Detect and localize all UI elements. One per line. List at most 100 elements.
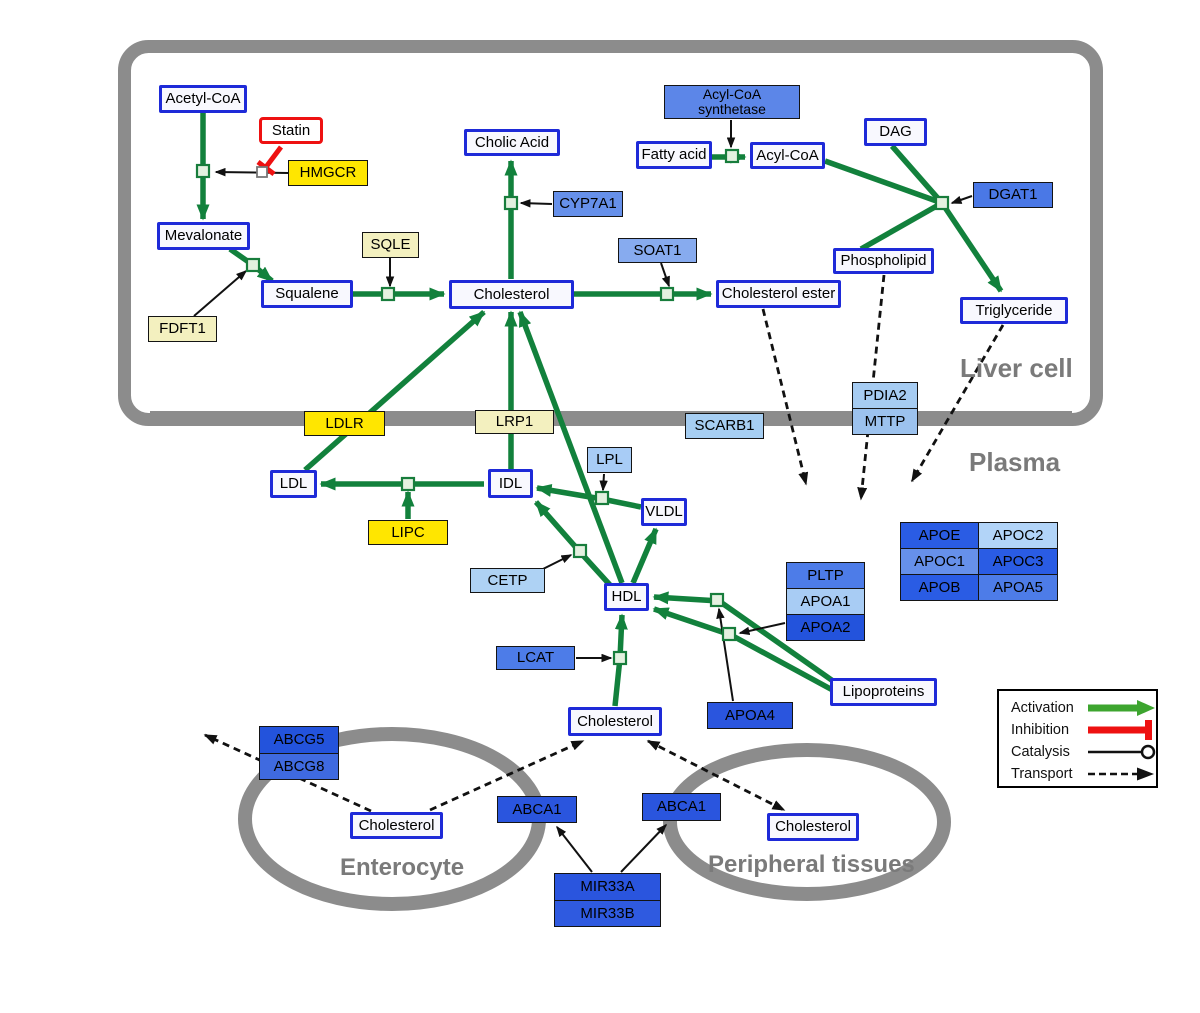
acyl-coa-node[interactable]: Acyl-CoA [750,142,825,169]
process-node [594,490,610,506]
lpl-node[interactable]: LPL [587,447,632,473]
catalysis-anchor [256,166,268,178]
apoc2-node[interactable]: APOC2 [978,522,1058,549]
process-node [572,543,588,559]
dgat1-node[interactable]: DGAT1 [973,182,1053,208]
abca1-enterocyte-node[interactable]: ABCA1 [497,796,577,823]
process-node [709,592,725,608]
soat1-node[interactable]: SOAT1 [618,238,697,263]
peripheral-compartment [663,743,951,901]
cetp-node[interactable]: CETP [470,568,545,593]
legend-activation: Activation [1011,697,1156,719]
inhibition-tbar-icon [1088,720,1153,740]
edge-ldl-cholesterol [303,309,486,473]
mevalonate-node[interactable]: Mevalonate [157,222,250,250]
abcg5-node[interactable]: ABCG5 [259,726,339,754]
peripheral-tissues-label: Peripheral tissues [708,851,915,878]
scarb1-node[interactable]: SCARB1 [685,413,764,439]
process-node [245,257,261,273]
edge-soat1-rxn [660,262,670,288]
edge-triglyceride-plasma [910,324,1005,483]
process-node [195,163,211,179]
apoc3-node[interactable]: APOC3 [978,548,1058,575]
transport-arrow-icon [1088,767,1155,781]
ldl-node[interactable]: LDL [270,470,317,498]
pdia2-node[interactable]: PDIA2 [852,382,918,409]
abcg8-node[interactable]: ABCG8 [259,753,339,780]
cholesterol-peripheral-node[interactable]: Cholesterol [767,813,859,841]
cholesterol-ester-node[interactable]: Cholesterol ester [716,280,841,308]
edge-dgat1-rxn [950,195,973,204]
edge-apostack-rxn [738,622,786,636]
sqle-node[interactable]: SQLE [362,232,419,258]
enterocyte-label: Enterocyte [340,854,465,881]
lcat-node[interactable]: LCAT [496,646,575,670]
edge-apoa4-rxn [716,607,734,702]
cholesterol-liver-node[interactable]: Cholesterol [449,280,574,309]
edge-junction-triglyceride [939,201,1004,293]
edge-plasma-chol-peripheral [646,739,786,812]
liver-cell-label: Liver cell [960,353,1073,383]
cyp7a1-node[interactable]: CYP7A1 [553,191,623,217]
apoa4-node[interactable]: APOA4 [707,702,793,729]
edge-hdl-cholesterol [517,310,625,584]
plasma-label: Plasma [969,447,1061,477]
mttp-node[interactable]: MTTP [852,408,918,435]
legend-transport: Transport [1011,763,1156,785]
mir33a-node[interactable]: MIR33A [554,873,661,901]
process-node [659,286,675,302]
pltp-node[interactable]: PLTP [786,562,865,589]
legend-catalysis: Catalysis [1011,741,1156,763]
fdft1-node[interactable]: FDFT1 [148,316,217,342]
apob-node[interactable]: APOB [900,574,979,601]
lipoproteins-node[interactable]: Lipoproteins [830,678,937,706]
edge-mir33-abca1l [556,825,593,873]
edge-acylcoa-junction [824,158,943,206]
edge-hdl-vldl [630,527,659,585]
hdl-node[interactable]: HDL [604,583,649,611]
edge-fdft1-rxn [193,270,248,317]
fatty-acid-node[interactable]: Fatty acid [636,141,712,169]
triglyceride-node[interactable]: Triglyceride [960,297,1068,324]
apoc1-node[interactable]: APOC1 [900,548,979,575]
lrp1-node[interactable]: LRP1 [475,410,554,434]
edge-entero-chol-out [203,733,372,813]
apoe-node[interactable]: APOE [900,522,979,549]
edge-lpl-rxn [599,473,608,492]
abca1-peripheral-node[interactable]: ABCA1 [642,793,721,821]
edge-cholester-plasma [761,308,809,486]
cholic-acid-node[interactable]: Cholic Acid [464,129,560,156]
hmgcr-node[interactable]: HMGCR [288,160,368,186]
cholesterol-enterocyte-node[interactable]: Cholesterol [350,812,443,839]
ldlr-node[interactable]: LDLR [304,411,385,436]
idl-node[interactable]: IDL [488,469,533,498]
edge-hmgcr-rxn [214,167,289,177]
process-node [503,195,519,211]
squalene-node[interactable]: Squalene [261,280,353,308]
apoa2-node[interactable]: APOA2 [786,614,865,641]
edge-cyp7a1-rxn [519,199,553,208]
vldl-node[interactable]: VLDL [641,498,687,526]
edge-statin-inhibition [264,145,283,169]
legend-inhibition: Inhibition [1011,719,1156,741]
apoa1-node[interactable]: APOA1 [786,588,865,615]
process-node [400,476,416,492]
process-node [724,148,740,164]
edge-mir33-abca1r [620,823,668,873]
dag-node[interactable]: DAG [864,118,927,146]
activation-arrow-icon [1088,700,1156,716]
lipc-node[interactable]: LIPC [368,520,448,545]
process-node [612,650,628,666]
apoa5-node[interactable]: APOA5 [978,574,1058,601]
acetyl-coa-node[interactable]: Acetyl-CoA [159,85,247,113]
phospholipid-node[interactable]: Phospholipid [833,248,934,274]
catalysis-line-icon [1088,744,1156,760]
mir33b-node[interactable]: MIR33B [554,900,661,927]
acyl-coa-synthetase-node[interactable]: Acyl-CoA synthetase [664,85,800,119]
process-node [934,195,950,211]
cholesterol-plasma-node[interactable]: Cholesterol [568,707,662,736]
edge-dag-junction [889,144,945,205]
statin-node[interactable]: Statin [259,117,323,144]
